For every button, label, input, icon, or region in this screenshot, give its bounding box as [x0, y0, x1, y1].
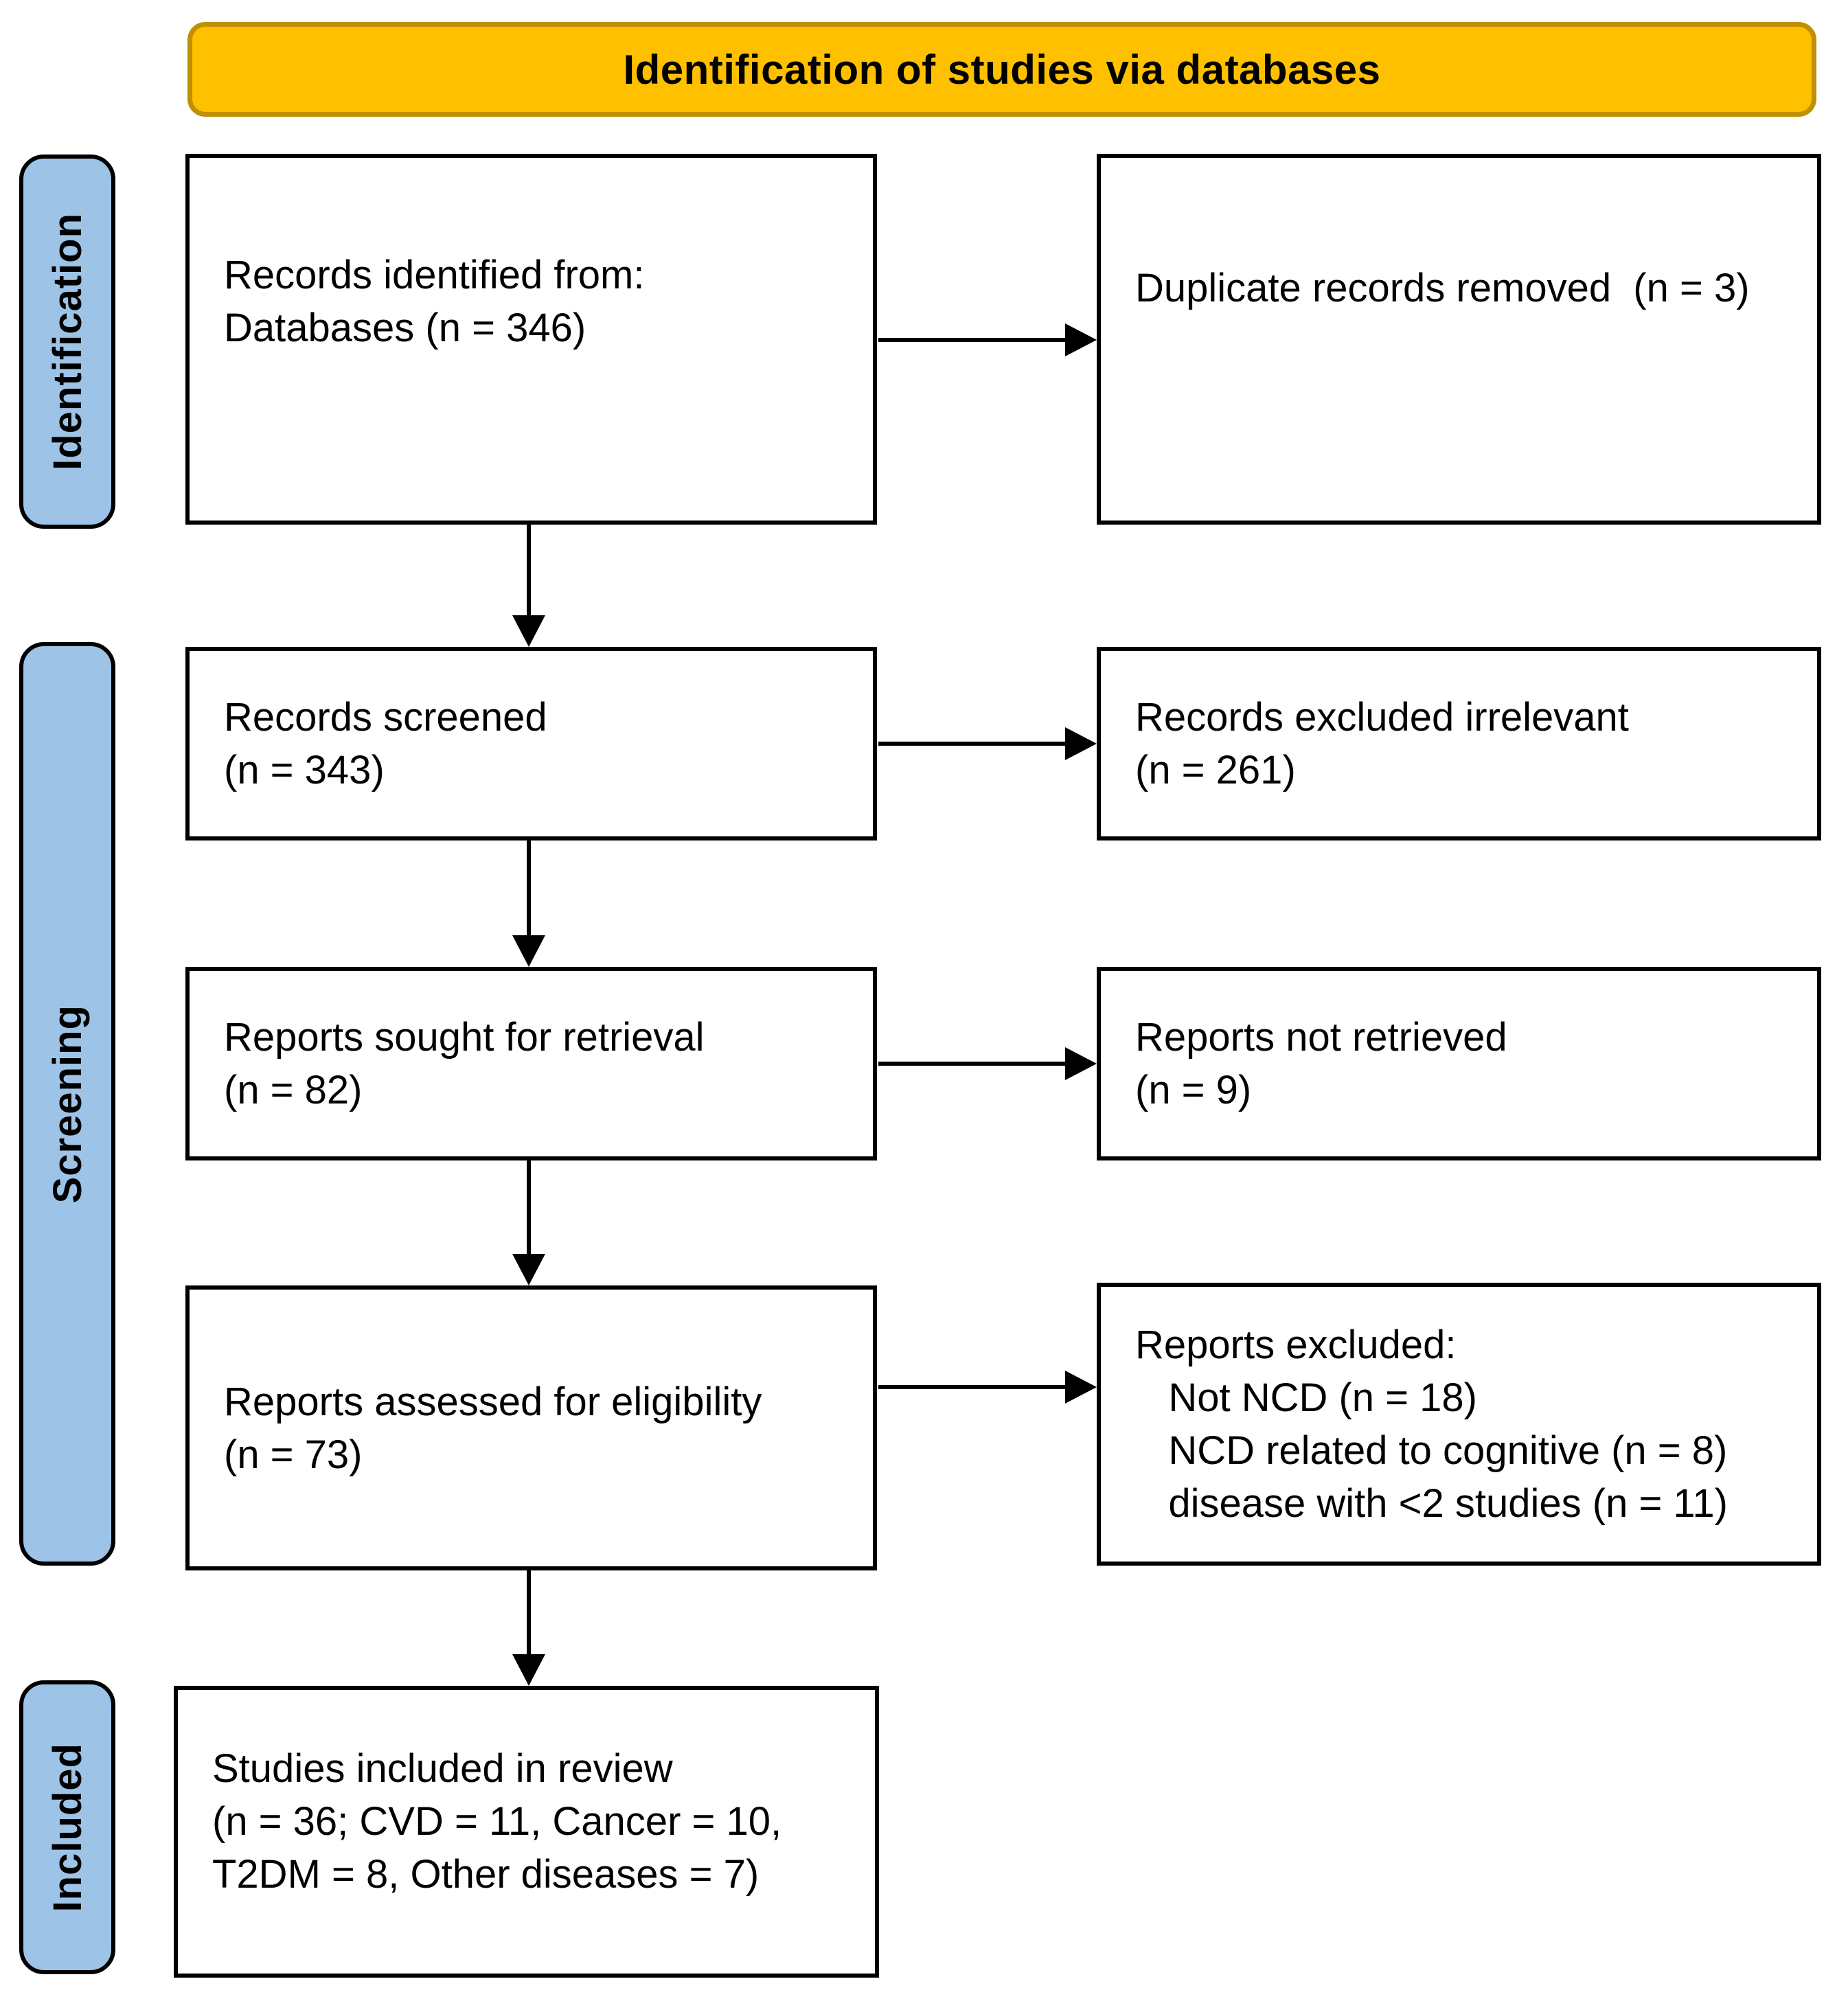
arrow-right-identified-to-duplicates-line — [878, 338, 1067, 342]
box-reports-sought: Reports sought for retrieval (n = 82) — [185, 967, 877, 1160]
box-reports-excluded: Reports excluded: Not NCD (n = 18) NCD r… — [1097, 1283, 1821, 1566]
arrow-down-identified-to-screened-line — [527, 525, 531, 618]
box-records-screened: Records screened (n = 343) — [185, 647, 877, 840]
stage-label-screening: Screening — [19, 642, 115, 1566]
title-banner: Identification of studies via databases — [187, 22, 1816, 117]
box-records-excluded: Records excluded irrelevant (n = 261) — [1097, 647, 1821, 840]
box-reports-sought-text: Reports sought for retrieval (n = 82) — [224, 1015, 705, 1112]
box-records-excluded-text: Records excluded irrelevant (n = 261) — [1135, 695, 1629, 792]
arrow-down-sought-to-assessed-head-icon — [512, 1254, 545, 1285]
arrow-right-assessed-to-excluded-line — [878, 1385, 1067, 1389]
box-studies-included-text: Studies included in review (n = 36; CVD … — [212, 1746, 782, 1897]
arrow-down-assessed-to-included-line — [527, 1570, 531, 1657]
box-reports-not-retrieved-text: Reports not retrieved (n = 9) — [1135, 1015, 1507, 1112]
stage-label-screening-text: Screening — [45, 1004, 90, 1204]
stage-label-identification-text: Identification — [45, 213, 90, 470]
box-reports-excluded-text: Reports excluded: Not NCD (n = 18) NCD r… — [1135, 1323, 1728, 1526]
box-duplicates-removed: Duplicate records removed (n = 3) — [1097, 154, 1821, 525]
diagram-title: Identification of studies via databases — [623, 46, 1381, 93]
box-records-identified: Records identified from: Databases (n = … — [185, 154, 877, 525]
box-reports-assessed: Reports assessed for eligibility (n = 73… — [185, 1285, 877, 1570]
stage-label-included: Included — [19, 1680, 115, 1974]
arrow-down-identified-to-screened-head-icon — [512, 615, 545, 647]
arrow-down-screened-to-sought-head-icon — [512, 935, 545, 967]
arrow-right-sought-to-not-retrieved-line — [878, 1062, 1067, 1066]
box-reports-assessed-text: Reports assessed for eligibility (n = 73… — [224, 1379, 762, 1477]
box-records-identified-text: Records identified from: Databases (n = … — [224, 253, 645, 350]
arrow-right-assessed-to-excluded-head-icon — [1065, 1371, 1097, 1404]
box-reports-not-retrieved: Reports not retrieved (n = 9) — [1097, 967, 1821, 1160]
arrow-down-screened-to-sought-line — [527, 840, 531, 937]
arrow-right-screened-to-excluded-line — [878, 742, 1067, 746]
arrow-down-sought-to-assessed-line — [527, 1160, 531, 1257]
box-duplicates-removed-text: Duplicate records removed (n = 3) — [1135, 265, 1750, 310]
stage-label-included-text: Included — [45, 1742, 90, 1912]
stage-label-identification: Identification — [19, 155, 115, 529]
arrow-down-assessed-to-included-head-icon — [512, 1654, 545, 1686]
arrow-right-sought-to-not-retrieved-head-icon — [1065, 1047, 1097, 1080]
arrow-right-identified-to-duplicates-head-icon — [1065, 323, 1097, 356]
arrow-right-screened-to-excluded-head-icon — [1065, 727, 1097, 760]
box-records-screened-text: Records screened (n = 343) — [224, 695, 547, 792]
box-studies-included: Studies included in review (n = 36; CVD … — [174, 1686, 879, 1978]
